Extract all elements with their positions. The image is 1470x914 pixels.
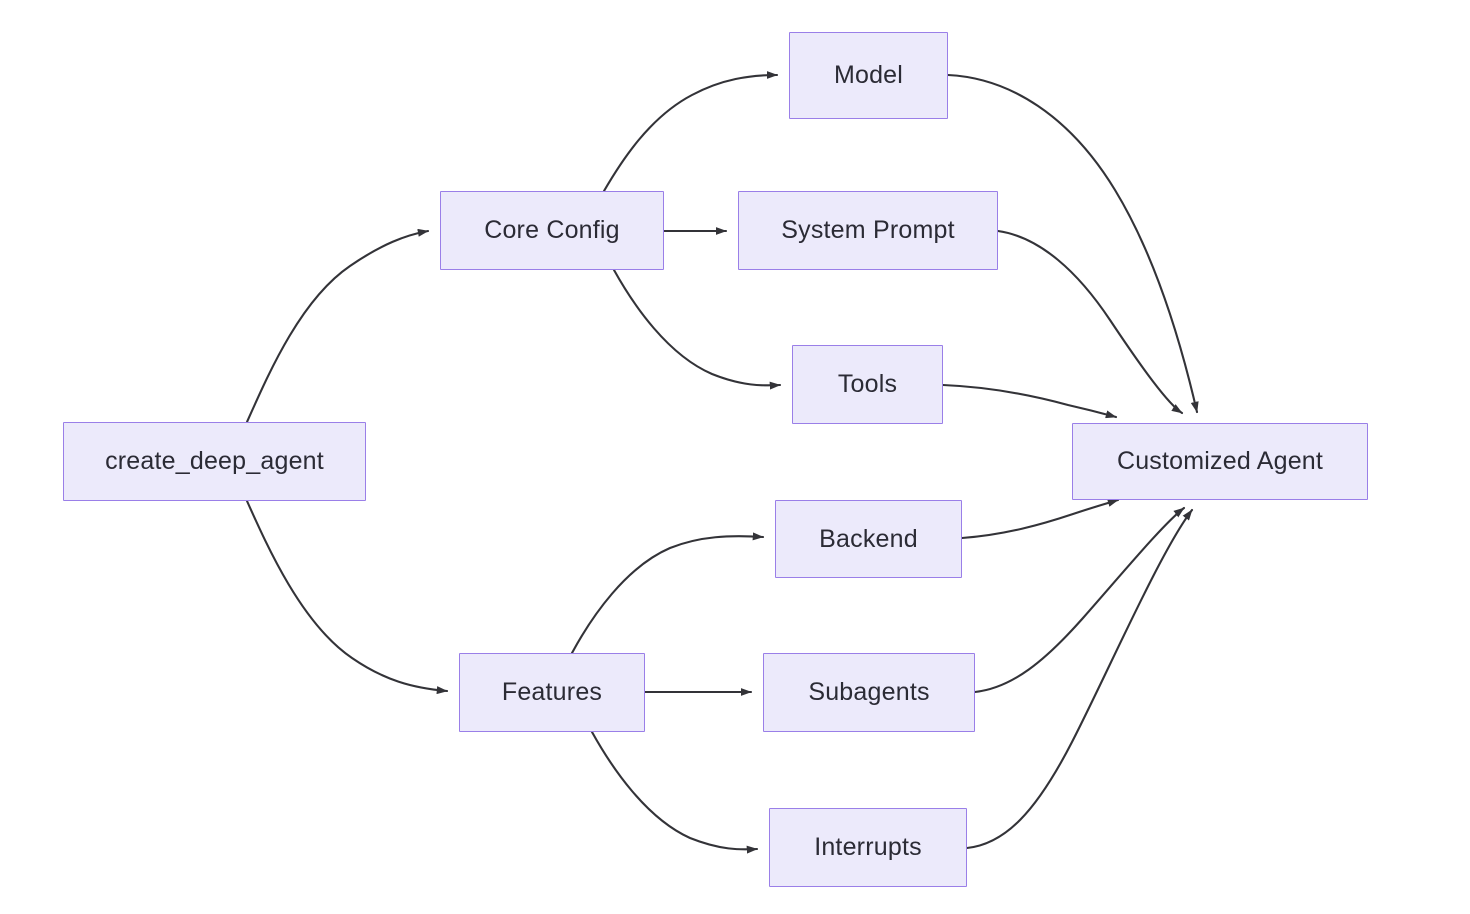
node-label-model: Model [833,61,904,90]
node-customized-agent[interactable]: Customized Agent [1072,423,1368,500]
node-label-subagents: Subagents [808,678,930,707]
node-features[interactable]: Features [459,653,645,732]
edge-core-config-to-model [602,71,779,193]
edge-create-deep-agent-to-features [245,499,449,695]
edge-model-to-customized-agent [946,73,1199,414]
edge-subagents-to-customized-agent [973,506,1186,694]
node-label-features: Features [501,678,603,707]
node-label-system-prompt: System Prompt [781,216,955,245]
edge-system-prompt-to-customized-agent [996,229,1184,415]
node-subagents[interactable]: Subagents [763,653,975,732]
node-label-interrupts: Interrupts [814,833,922,862]
node-backend[interactable]: Backend [775,500,962,578]
node-model[interactable]: Model [789,32,948,119]
node-core-config[interactable]: Core Config [440,191,664,270]
node-create-deep-agent[interactable]: create_deep_agent [63,422,366,501]
edge-tools-to-customized-agent [941,383,1118,419]
edge-interrupts-to-customized-agent [965,508,1194,850]
edge-create-deep-agent-to-core-config [245,228,430,424]
node-interrupts[interactable]: Interrupts [769,808,967,887]
node-tools[interactable]: Tools [792,345,943,424]
node-label-create-deep-agent: create_deep_agent [105,447,324,476]
node-label-backend: Backend [819,524,918,553]
node-label-core-config: Core Config [484,216,620,245]
node-system-prompt[interactable]: System Prompt [738,191,998,270]
edge-features-to-backend [570,532,765,655]
edge-features-to-interrupts [590,730,759,854]
edge-core-config-to-tools [612,268,782,390]
node-label-customized-agent: Customized Agent [1116,447,1324,476]
edge-backend-to-customized-agent [960,498,1120,540]
node-label-tools: Tools [837,370,898,399]
